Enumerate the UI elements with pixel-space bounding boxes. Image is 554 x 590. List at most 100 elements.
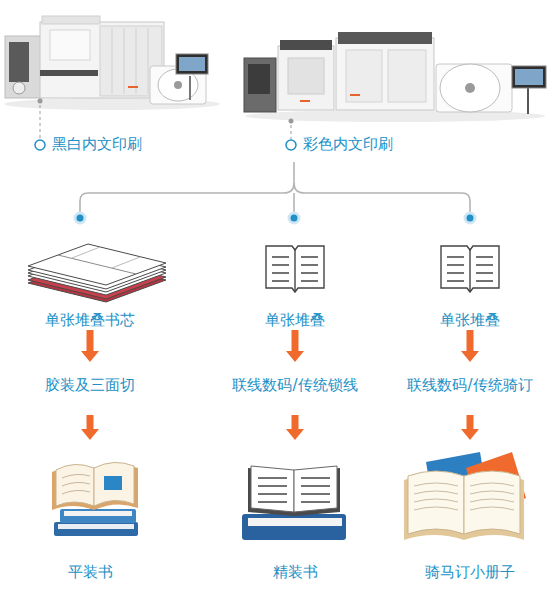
color-printer xyxy=(465,83,475,93)
leader-lines xyxy=(286,140,296,150)
step-label: 联线数码/传统锁线 xyxy=(232,375,357,395)
branch-dots xyxy=(288,212,301,225)
color-printer xyxy=(338,32,432,44)
sheet-stack-icon xyxy=(28,244,166,302)
step-label: 平装书 xyxy=(68,562,113,582)
paperback-illustration xyxy=(60,509,136,523)
process-step: 平装书 xyxy=(15,440,165,582)
mono-printer xyxy=(9,42,29,82)
paperback-illustration xyxy=(104,476,122,490)
hardcover-illustration xyxy=(242,466,346,540)
sheet-stack-icon xyxy=(28,244,166,285)
step-label: 精装书 xyxy=(273,562,318,582)
open-book-icon xyxy=(441,246,499,292)
color-printer xyxy=(336,38,434,110)
branch-dots xyxy=(464,212,477,225)
hardcover-illustration xyxy=(242,514,346,540)
color-printer xyxy=(278,46,334,110)
branch-dots xyxy=(74,212,87,225)
color-printer xyxy=(515,69,543,85)
color-printer xyxy=(288,58,324,94)
booklet-illustration xyxy=(464,471,520,534)
process-step: 黑白内文印刷 xyxy=(52,134,172,156)
branch-bracket xyxy=(80,162,294,212)
flow-arrow xyxy=(292,330,299,351)
color-printer xyxy=(248,64,270,94)
hardcover-illustration xyxy=(251,466,294,512)
mono-printer xyxy=(50,30,90,60)
step-label: 单张堆叠 xyxy=(440,310,500,330)
process-step: 单张堆叠 xyxy=(235,238,355,330)
color-printer xyxy=(244,32,546,122)
mono-printer xyxy=(124,28,125,94)
mono-printer xyxy=(136,28,137,94)
open-book-icon xyxy=(266,246,324,292)
branch-bracket xyxy=(80,162,470,212)
open-book-icon xyxy=(294,250,295,292)
mono-printer xyxy=(112,28,113,94)
color-printer xyxy=(388,50,426,102)
step-label: 单张堆叠书芯 xyxy=(45,310,135,330)
paperback-illustration xyxy=(94,462,134,506)
open-book-icon xyxy=(469,250,470,292)
branch-dots xyxy=(291,215,298,222)
leader-lines xyxy=(38,99,43,104)
flow-arrow xyxy=(292,415,299,429)
flow-arrow xyxy=(87,415,94,429)
process-step: 联线数码/传统骑订 xyxy=(390,362,550,415)
leader-lines xyxy=(40,105,41,139)
leader-lines xyxy=(289,119,294,124)
hardcover-illustration xyxy=(294,466,337,512)
mono-printer xyxy=(13,82,25,94)
color-printer xyxy=(436,64,512,112)
mono-printer xyxy=(189,76,191,100)
hardcover-illustration xyxy=(258,478,330,502)
color-printer xyxy=(350,94,360,96)
paperback-illustration xyxy=(62,474,90,494)
leader-lines xyxy=(35,140,45,150)
open-book-icon xyxy=(266,246,324,292)
branch-dots xyxy=(77,215,84,222)
process-step: 联线数码/传统锁线 xyxy=(215,362,375,415)
paperback-illustration xyxy=(58,524,134,529)
sheet-stack-icon xyxy=(72,247,100,258)
paperback-illustration xyxy=(54,522,138,536)
color-printer xyxy=(346,50,382,102)
color-printer xyxy=(300,100,310,102)
paperback-illustration xyxy=(56,464,94,506)
mono-printer xyxy=(179,57,205,71)
leader-lines xyxy=(291,125,292,139)
mono-printer xyxy=(40,70,98,76)
branch-dots xyxy=(467,215,474,222)
flow-arrow xyxy=(467,330,474,351)
open-book-icon xyxy=(447,257,493,281)
booklet-illustration xyxy=(414,483,514,510)
paperback-illustration xyxy=(52,462,138,536)
process-step: 胶装及三面切 xyxy=(10,362,170,415)
step-label: 黑白内文印刷 xyxy=(52,134,142,154)
sheet-stack-icon xyxy=(58,255,136,274)
hardcover-illustration xyxy=(248,518,342,526)
color-printer xyxy=(440,64,500,112)
mono-printer xyxy=(148,28,149,94)
color-printer xyxy=(280,40,332,50)
mono-printer xyxy=(174,81,182,89)
step-label: 骑马订小册子 xyxy=(425,562,515,582)
branch-bracket xyxy=(294,183,470,212)
branch-bracket xyxy=(293,193,295,212)
mono-printer xyxy=(42,16,100,24)
process-step: 单张堆叠 xyxy=(410,238,530,330)
step-label: 彩色内文印刷 xyxy=(303,134,393,154)
process-step: 精装书 xyxy=(220,440,370,582)
open-book-icon xyxy=(272,257,318,281)
mono-printer xyxy=(40,22,164,98)
color-printer xyxy=(512,66,546,88)
process-step: 彩色内文印刷 xyxy=(303,134,423,156)
flow-arrow xyxy=(87,330,94,351)
color-printer xyxy=(244,58,276,112)
step-label: 胶装及三面切 xyxy=(45,375,135,395)
mono-printer xyxy=(128,86,138,88)
